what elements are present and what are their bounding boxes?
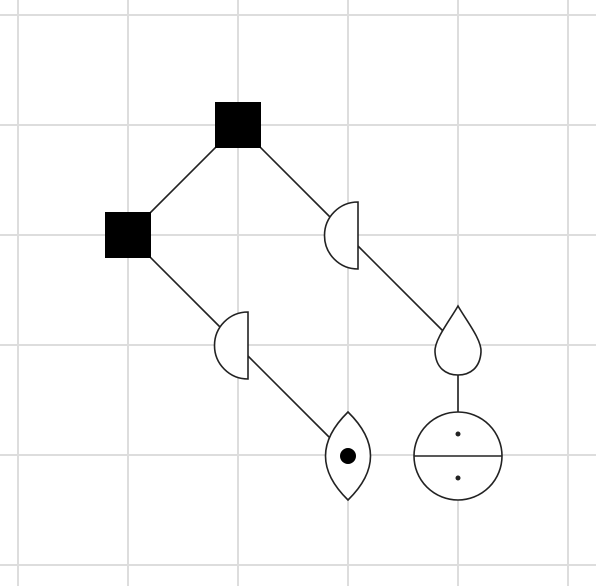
nodes — [105, 102, 503, 502]
edges — [127, 124, 459, 439]
edge-half-disc-right-to-teardrop — [357, 245, 446, 334]
node-lens-eye — [324, 410, 372, 502]
node-split-circle — [413, 411, 503, 501]
node-square-top — [215, 102, 261, 148]
edge-half-disc-mid-to-lens-eye — [247, 355, 331, 439]
node-teardrop — [434, 304, 482, 376]
split-dot-bottom — [455, 475, 461, 481]
split-dot-top — [455, 431, 461, 437]
node-square-left — [105, 212, 151, 258]
lens-dot — [340, 448, 356, 464]
node-half-disc-right — [323, 201, 359, 270]
node-half-disc-mid — [213, 311, 249, 380]
